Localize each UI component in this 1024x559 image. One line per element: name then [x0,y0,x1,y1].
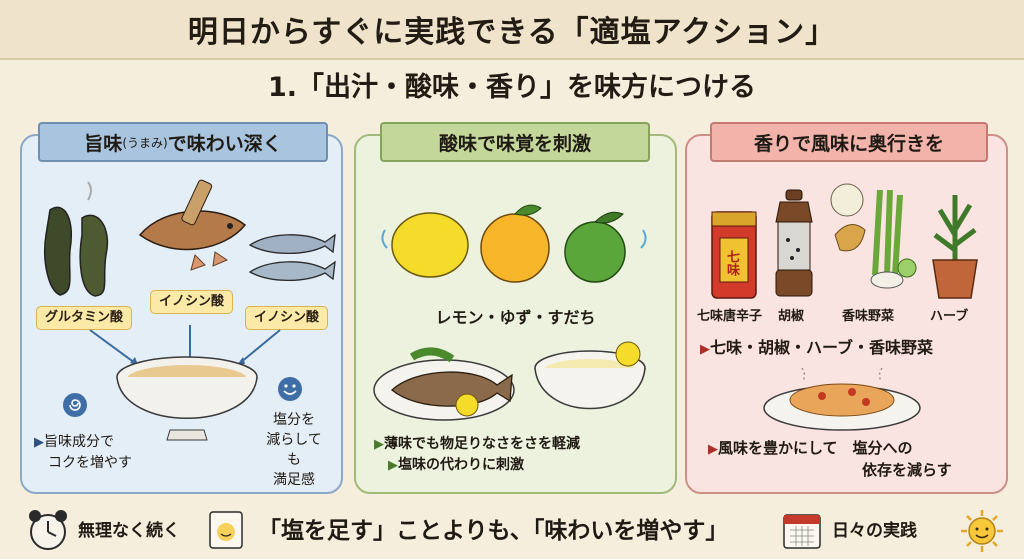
footer: 無理なく続く 「塩を足す」ことよりも、「味わいを増やす」 日々の実践 [0,502,1024,559]
pasta-plate-illustration [763,367,921,431]
aroma-bullet-line2: 依存を減らす [862,461,952,479]
umami-left-text: ▶旨味成分で コクを増やす [34,432,132,473]
umami-left-line1: 旨味成分で [44,434,114,450]
footer-right-text: 日々の実践 [832,521,917,541]
citrus-fruits-illustration [381,204,647,283]
title-bar: 明日からすぐに実践できる「適塩アクション」 [0,0,1024,60]
citrus-caption: レモン・ゆず・すだち [435,308,596,327]
bullet-triangle-icon: ▶ [374,437,384,452]
grilled-fish-illustration [373,347,515,421]
umami-left-line2: コクを増やす [48,455,132,471]
umami-ribbon-reading: (うまみ) [122,135,168,150]
aroma-bullet: ▶風味を豊かにして 塩分への 依存を減らす [708,438,952,480]
umami-ribbon-main: 旨味 [84,132,123,155]
acid-bullet-1: 薄味でも物足りなさをさを軽減 [384,436,580,452]
acid-ribbon: 酸味で味覚を刺激 [380,122,650,162]
umami-ribbon-rest: で味わい深く [167,132,282,155]
aroma-summary-text: 七味・胡椒・ハーブ・香味野菜 [710,338,934,357]
acid-bullets: ▶薄味でも物足りなさをさを軽減 ▶塩味の代わりに刺激 [374,434,580,476]
pepper-mill-illustration [775,189,813,297]
acid-bullet-2: 塩味の代わりに刺激 [398,457,524,473]
glutamic-acid-tag: グルタミン酸 [36,306,133,330]
aroma-bullet-line1: 風味を豊かにして 塩分への [718,439,913,457]
aroma-item-herb: ハーブ [930,309,969,324]
inosinic-acid-tag-1: イノシン酸 [150,290,234,314]
aroma-item-pepper: 胡椒 [778,309,805,324]
umami-right-text: 塩分を 減らしても 満足感 [262,410,326,490]
shichimi-jar-illustration [711,211,757,299]
dashi-bowl-illustration [116,356,258,441]
swirl-icon [63,393,87,417]
footer-left-text: 無理なく続く [78,521,180,541]
aromatic-vegetables-illustration [830,183,917,289]
umami-right-line3: 満足感 [273,472,315,488]
smile-icon [278,377,302,401]
bullet-triangle-icon: ▶ [34,435,44,450]
aroma-ribbon: 香りで風味に奥行きを [710,122,988,162]
shichimi-jar-label: 七味 [724,250,739,276]
page-title: 明日からすぐに実践できる「適塩アクション」 [187,15,837,50]
soup-bowl-illustration [534,341,646,410]
umami-right-line1: 塩分を [273,412,315,428]
page-subtitle: 1.「出汁・酸味・香り」を味方につける [267,72,757,103]
niboshi-illustration [248,233,336,281]
inosinic-acid-tag-2: イノシン酸 [245,306,329,330]
sun-icon [961,510,1003,552]
herb-pot-illustration [932,195,978,299]
katsuobushi-illustration [138,179,247,271]
umami-right-line2: 減らしても [266,432,322,468]
aroma-item-shichimi: 七味唐辛子 [697,309,763,324]
bullet-triangle-icon: ▶ [708,442,718,457]
bullet-triangle-icon: ▶ [700,342,710,357]
bullet-triangle-icon: ▶ [388,458,398,473]
aroma-summary: ▶七味・胡椒・ハーブ・香味野菜 [700,334,933,358]
umami-ribbon: 旨味 (うまみ) で味わい深く [38,122,328,162]
aroma-item-vegetables: 香味野菜 [842,309,895,324]
alarm-clock-icon [29,510,67,550]
calendar-icon [783,514,821,549]
footer-center-text: 「塩を足す」ことよりも、「味わいを増やす」 [258,518,729,544]
acid-panel [354,134,677,494]
calendar-smile-icon [209,511,243,549]
kombu-illustration [44,181,109,297]
